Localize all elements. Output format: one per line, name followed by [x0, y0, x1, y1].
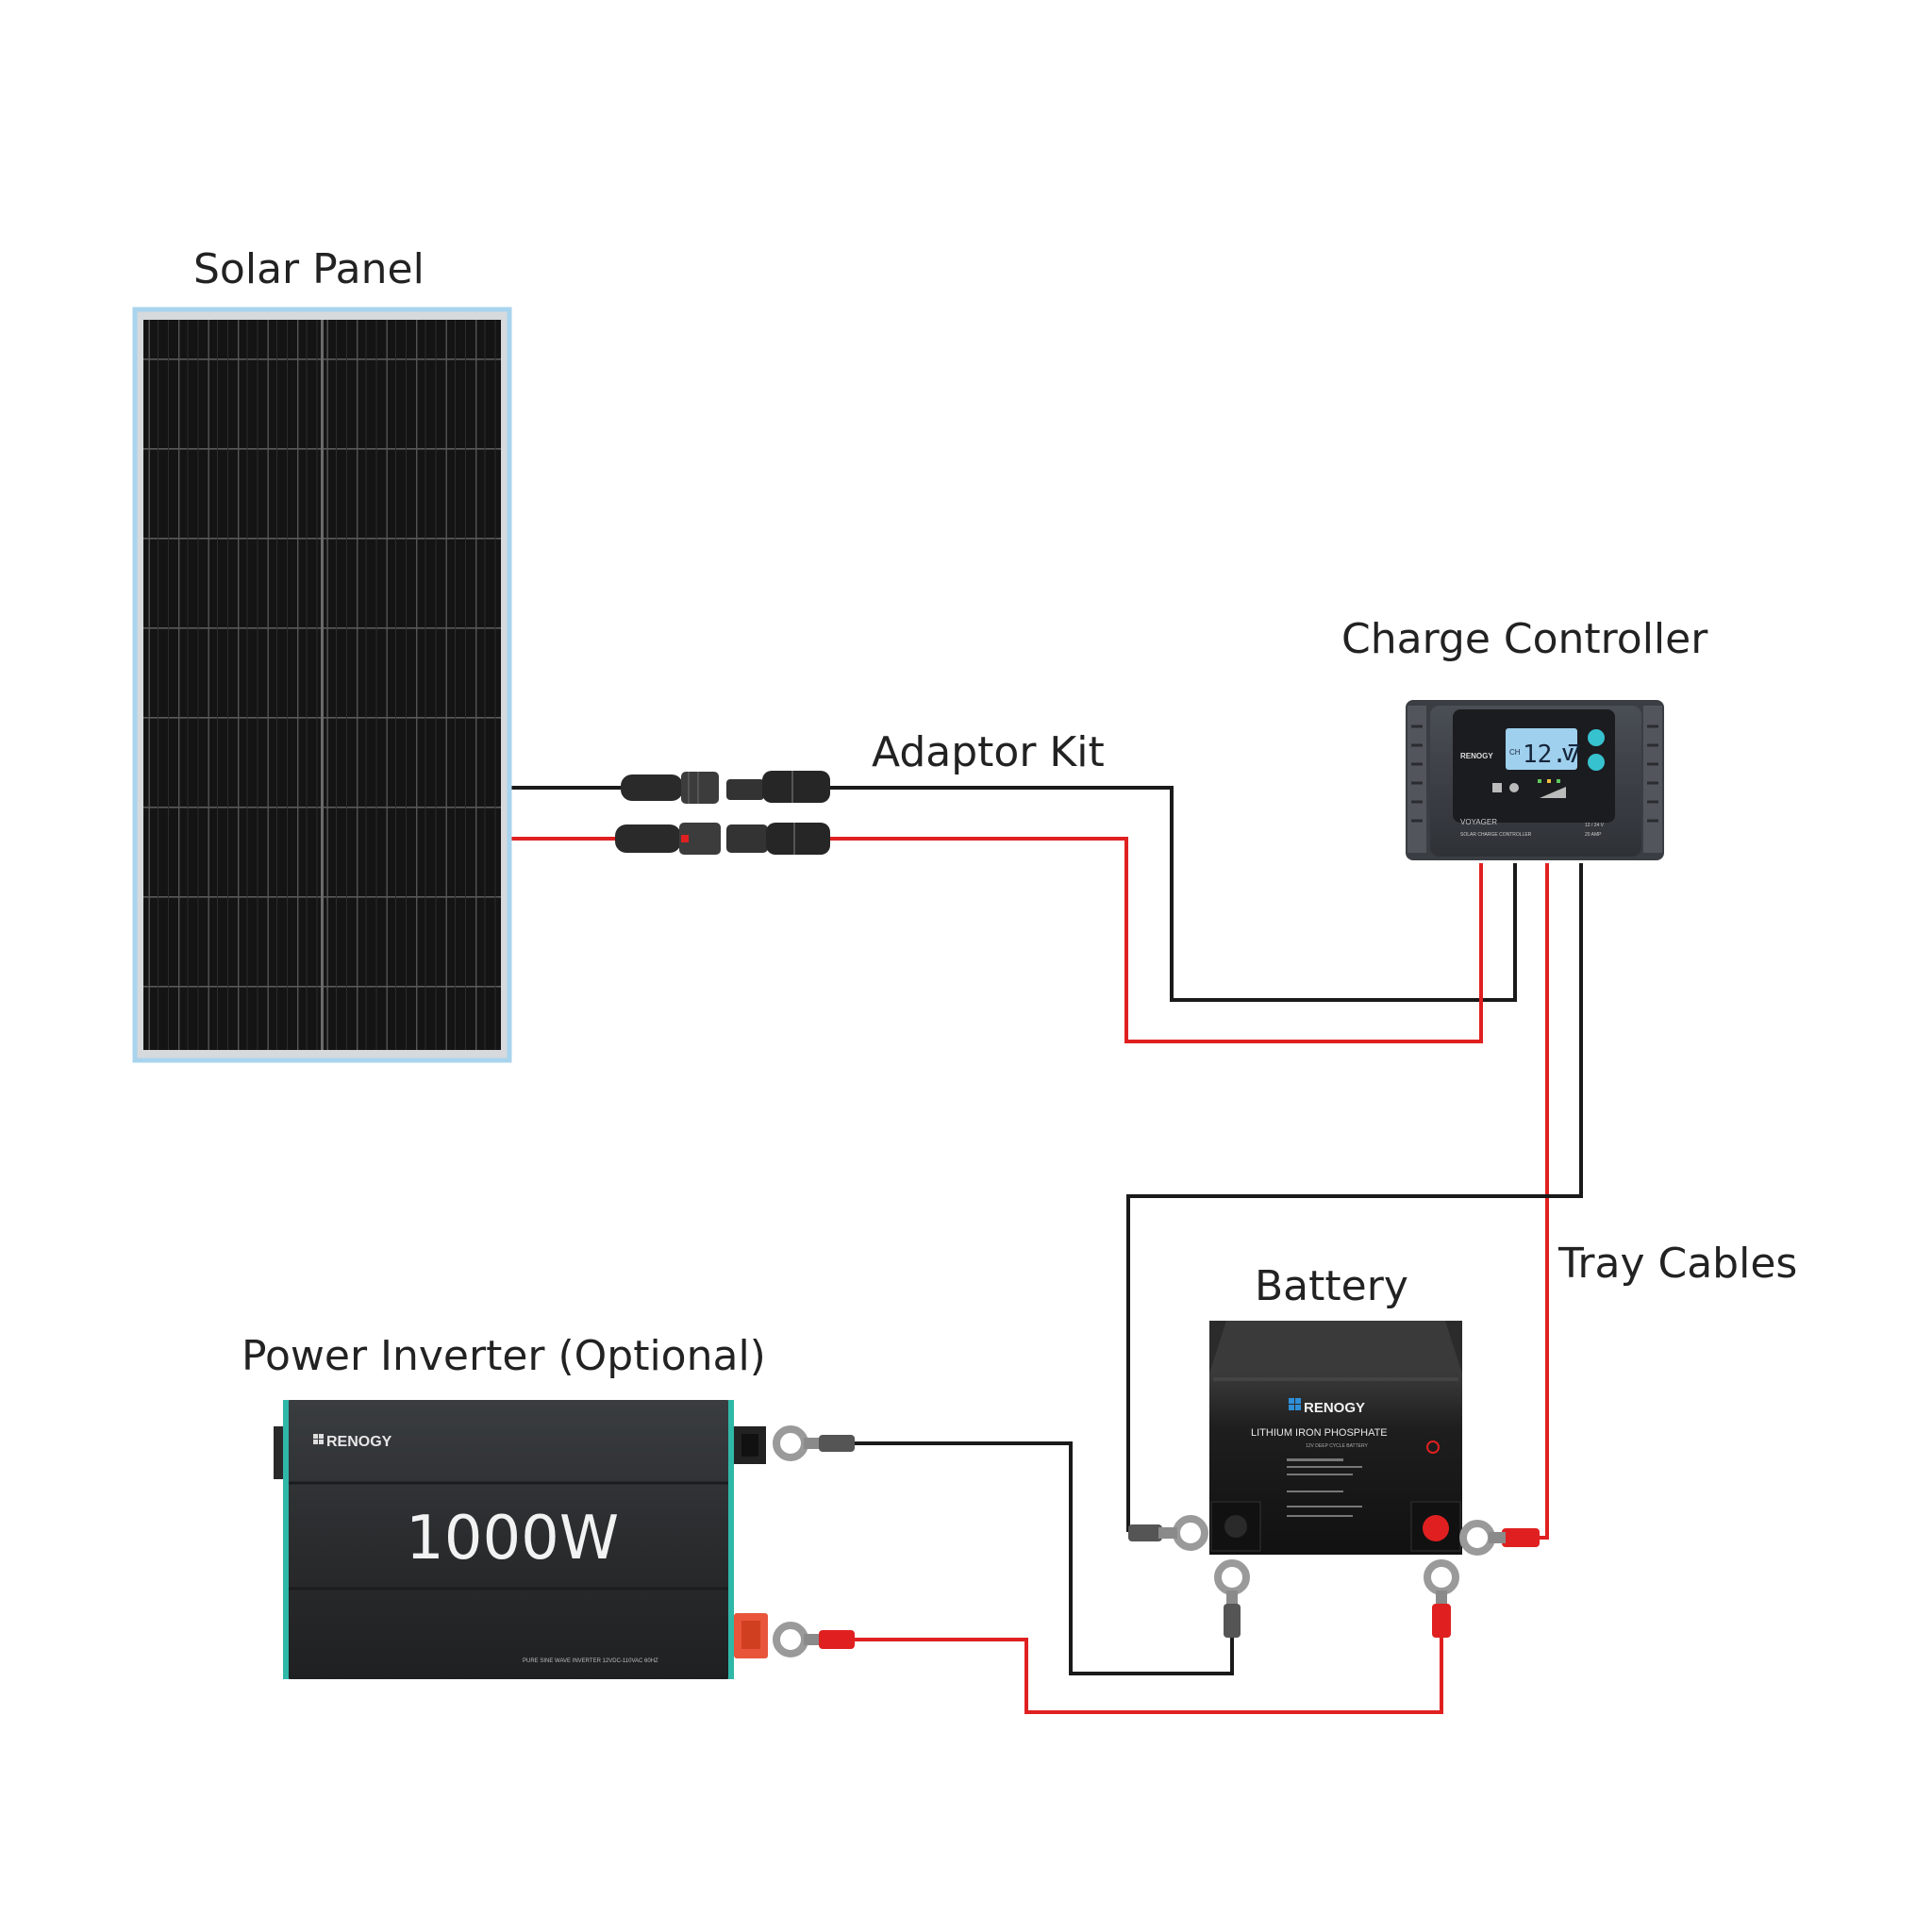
controller-model: VOYAGER [1460, 818, 1497, 826]
controller-lcd [1506, 728, 1577, 770]
controller-lcd-unit: V [1562, 745, 1574, 764]
ring-terminal-tray-negative [1128, 1515, 1208, 1551]
adaptor-negative-wire [830, 786, 1517, 1002]
ring-terminal-inverter-side-positive [773, 1622, 855, 1657]
mc4-connector-top-right [726, 771, 830, 803]
controller-status-icons [1492, 779, 1566, 798]
inverter-positive-wire [853, 1636, 1443, 1714]
controller-lcd-value: 12.7 [1523, 741, 1582, 769]
battery-positive-symbol [1426, 1441, 1440, 1454]
mc4-connector-top-left [621, 772, 719, 804]
controller-spec-2: 20 AMP [1585, 832, 1602, 838]
controller-down-button[interactable] [1588, 754, 1605, 771]
adaptor-positive-wire [828, 837, 1483, 1043]
inverter-description: PURE SINE WAVE INVERTER 12VDC-110VAC 60H… [523, 1658, 658, 1664]
controller-battery-positive-wire [1521, 863, 1549, 1540]
inverter-brand: RENOGY [326, 1434, 392, 1450]
mc4-connector-bottom-left [615, 823, 721, 855]
battery-positive-terminal [1410, 1501, 1461, 1552]
ring-terminal-inverter-side-negative [773, 1425, 855, 1461]
tray-cables-label: Tray Cables [1557, 1240, 1797, 1288]
controller-battery-negative-wire [1126, 863, 1583, 1532]
battery-label: Battery [1255, 1262, 1408, 1310]
battery-brand: RENOGY [1304, 1400, 1365, 1416]
controller-brand: RENOGY [1460, 752, 1493, 760]
ring-terminal-tray-positive [1459, 1520, 1540, 1556]
controller-up-button[interactable] [1588, 729, 1605, 746]
adaptor-kit-label: Adaptor Kit [872, 728, 1105, 776]
inverter-negative-wire [854, 1441, 1234, 1675]
ring-terminals [773, 1425, 1540, 1657]
power-inverter-label: Power Inverter (Optional) [242, 1332, 766, 1380]
controller-spec-1: 12 / 24 V [1585, 823, 1605, 828]
battery-subtitle: 12V DEEP CYCLE BATTERY [1306, 1443, 1369, 1449]
charge-controller: RENOGY CH 12.7 V VOYAGER SOLAR CHARGE CO… [1406, 700, 1664, 860]
inverter-logo [313, 1434, 324, 1444]
battery-logo [1289, 1398, 1301, 1410]
power-inverter: RENOGY 1000W PURE SINE WAVE INVERTER 12V… [274, 1400, 768, 1679]
ring-terminal-inverter-positive [1424, 1559, 1459, 1638]
charge-controller-label: Charge Controller [1341, 615, 1708, 663]
battery-product: LITHIUM IRON PHOSPHATE [1251, 1427, 1388, 1439]
battery: RENOGY LITHIUM IRON PHOSPHATE 12V DEEP C… [1209, 1321, 1462, 1555]
mc4-connector-bottom-right [726, 823, 830, 855]
solar-panel-label: Solar Panel [193, 245, 425, 293]
solar-panel [132, 307, 512, 1063]
controller-model-sub: SOLAR CHARGE CONTROLLER [1460, 832, 1532, 838]
inverter-rating: 1000W [406, 1504, 619, 1574]
ring-terminal-inverter-negative [1214, 1559, 1250, 1638]
wires [508, 786, 1583, 1714]
adaptor-kit [615, 771, 830, 855]
controller-lcd-mode: CH [1509, 748, 1521, 757]
